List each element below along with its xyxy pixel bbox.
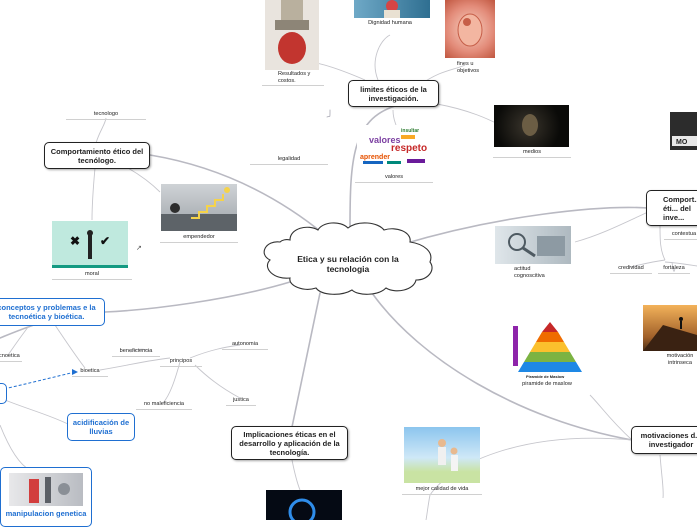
- cloud-shape: [263, 222, 433, 295]
- relation-arrow: [7, 371, 76, 389]
- costs-illustration: [275, 0, 309, 64]
- label-mejor-calidad[interactable]: mejor calidad de vida: [402, 486, 482, 495]
- pyramid-illustration: Piramide de Maslow: [513, 322, 582, 379]
- image-piramide[interactable]: Piramide de Maslow: [510, 320, 585, 380]
- central-topic[interactable]: Etica y su relación con la tecnologia: [297, 254, 399, 274]
- label-fines[interactable]: fines u objetivos: [457, 61, 480, 74]
- label-no-maleficiencia[interactable]: no maleficiencia: [136, 401, 192, 410]
- label-resultados[interactable]: Resultados y costos.: [262, 71, 324, 86]
- topic-edge-node[interactable]: [0, 383, 7, 404]
- image-implicaciones[interactable]: [266, 490, 342, 520]
- label-justica[interactable]: justica: [226, 397, 256, 406]
- svg-text:✖: ✖: [70, 234, 80, 248]
- wordcloud-insultar: insultar: [401, 128, 419, 134]
- runners-illustration: [643, 317, 697, 351]
- label-piramide[interactable]: piramide de maslow: [522, 381, 572, 387]
- embryo-illustration: [457, 13, 483, 47]
- dignidad-illustration: [384, 0, 400, 18]
- label-credividad[interactable]: credividad: [610, 265, 652, 274]
- label-beneficiencia[interactable]: beneficiencia: [112, 348, 160, 357]
- image-fines[interactable]: [445, 0, 495, 58]
- image-moral[interactable]: ✖ ✔: [52, 221, 128, 268]
- topic-comportamiento-tecnologo[interactable]: Comportamiento ético del tecnólogo.: [44, 142, 150, 169]
- moral-illustration: ✖ ✔: [52, 221, 128, 268]
- label-actitud[interactable]: actitud cognoscitiva: [514, 266, 545, 279]
- label-contestua[interactable]: contestua: [664, 231, 697, 240]
- label-dignidad[interactable]: Dignidad humana: [368, 20, 412, 26]
- topic-conceptos[interactable]: conceptos y problemas e la tecnoética y …: [0, 298, 105, 326]
- label-tecnologo[interactable]: tecnologo: [66, 111, 146, 120]
- wordcloud-aprender: aprender: [360, 154, 390, 161]
- image-valores-wordcloud[interactable]: valores respeto aprender insultar: [357, 125, 432, 170]
- label-medios[interactable]: medios: [493, 149, 571, 158]
- label-empendedor[interactable]: empendedor: [160, 234, 238, 243]
- topic-limites[interactable]: limites éticos de la investigación.: [348, 80, 439, 107]
- topic-acidificacion[interactable]: acidificación de lluvias: [67, 413, 135, 441]
- label-tecnoetica[interactable]: tecnoetica: [0, 353, 22, 362]
- topic-motivaciones[interactable]: motivaciones d... investigador: [631, 426, 697, 454]
- wordcloud-valores: valores: [369, 135, 401, 145]
- label-fortaleza[interactable]: fortaleza: [658, 265, 690, 274]
- external-link-icon[interactable]: ↗: [136, 245, 142, 252]
- label-legalidad[interactable]: legalidad: [250, 156, 328, 165]
- wordcloud-illustration: valores respeto aprender insultar: [360, 128, 427, 164]
- label-motivacion[interactable]: motivación intrinseca: [666, 353, 694, 366]
- manipulacion-label: manipulacion genetica: [5, 509, 87, 518]
- sign-text: MO: [676, 139, 688, 146]
- label-autonomia[interactable]: autonomia: [222, 341, 268, 350]
- label-principos[interactable]: principos: [160, 358, 202, 367]
- svg-text:✔: ✔: [100, 234, 110, 248]
- branch-connectors: [0, 105, 649, 441]
- image-manipulacion[interactable]: [9, 473, 83, 506]
- image-actitud[interactable]: [495, 226, 571, 264]
- label-valores[interactable]: valores: [355, 174, 433, 183]
- relation-arrowhead: [72, 369, 78, 375]
- lab-illustration: [29, 477, 70, 503]
- magnifier-illustration: [508, 233, 565, 258]
- image-investigador-sign[interactable]: MO: [670, 112, 697, 150]
- label-bioetica[interactable]: bioetica: [72, 368, 108, 377]
- image-medios[interactable]: [494, 105, 569, 147]
- ring-illustration: [288, 498, 316, 520]
- stairs-illustration: [161, 187, 237, 231]
- topic-implicaciones[interactable]: Implicaciones éticas en el desarrollo y …: [231, 426, 348, 460]
- label-moral[interactable]: moral: [52, 271, 132, 280]
- image-mejor-calidad[interactable]: [404, 427, 480, 483]
- medios-illustration: [522, 114, 538, 136]
- topic-comportamiento-investigador[interactable]: Comport... éti... del inve...: [646, 190, 697, 226]
- wordcloud-respeto: respeto: [391, 143, 427, 154]
- image-dignidad[interactable]: [354, 0, 430, 18]
- image-empendedor[interactable]: [161, 184, 237, 231]
- pyramid-caption: Piramide de Maslow: [526, 374, 565, 379]
- image-costs[interactable]: [265, 0, 319, 70]
- image-motivacion[interactable]: [643, 305, 697, 351]
- family-illustration: [438, 439, 458, 471]
- sign-illustration: MO: [672, 136, 697, 146]
